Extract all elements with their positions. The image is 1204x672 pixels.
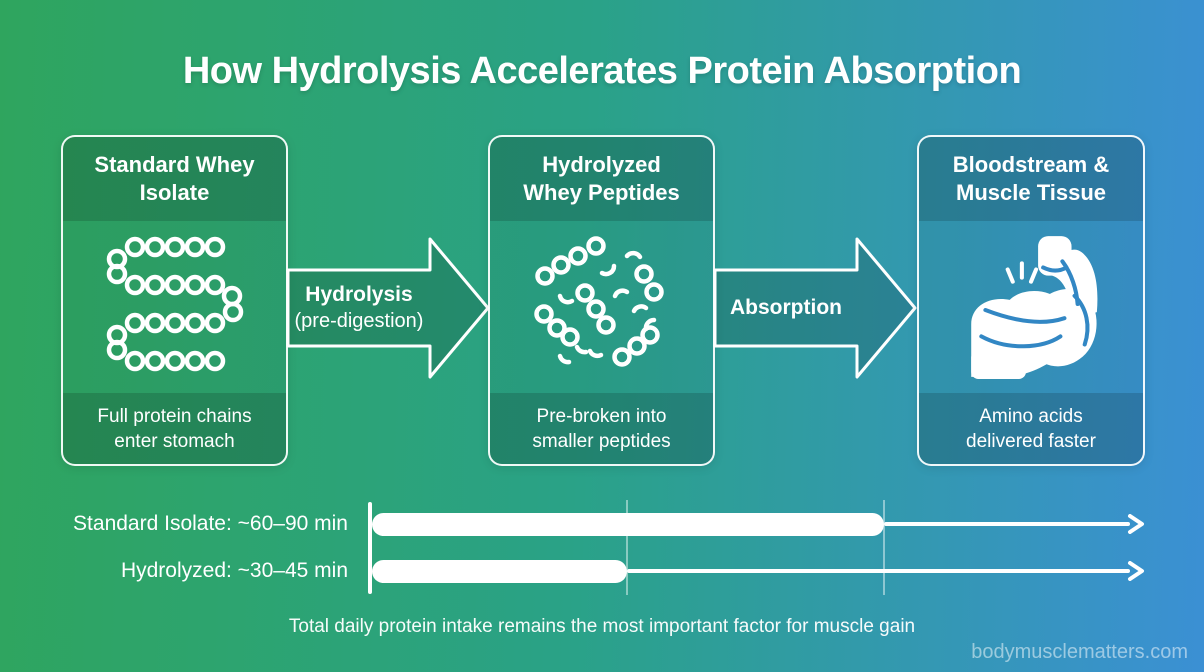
timeline-axis-origin-line [368,502,372,594]
box-caption-line: Amino acids [979,405,1083,427]
flow-box-bloodstream-muscle: Bloodstream & Muscle Tissue Amino a [917,135,1145,466]
timeline-gridline-90min [883,500,885,595]
timeline-arrowhead-icon [1128,514,1144,534]
box-title-bloodstream-muscle: Bloodstream & Muscle Tissue [919,137,1143,221]
arrow-label-line: Hydrolysis [305,283,413,306]
arrow-label-absorption: Absorption [713,270,859,346]
timeline-label-standard-isolate: Standard Isolate: ~60–90 min [73,512,348,535]
box-caption-hydrolyzed-whey: Pre-broken into smaller peptides [490,393,713,464]
box-title-line: Isolate [139,180,210,205]
right-arrow-shape [713,237,917,379]
box-caption-line: smaller peptides [532,430,671,452]
footer-note: Total daily protein intake remains the m… [288,616,916,637]
right-arrow-shape [286,237,490,379]
arrow-label-line: Absorption [730,296,842,319]
watermark: bodymusclematters.com [971,641,1188,663]
box-caption-line: Full protein chains [97,405,252,427]
timeline-arrow-line [627,569,1130,573]
timeline-bar-hydrolyzed [372,560,627,583]
arrow-label-hydrolysis: Hydrolysis (pre-digestion) [286,270,432,346]
box-body-hydrolyzed-whey [490,221,713,393]
timeline-arrowhead-icon [1128,561,1144,581]
box-caption-line: delivered faster [966,430,1096,452]
flow-box-hydrolyzed-whey: Hydrolyzed Whey Peptides Pre-broken into… [488,135,715,466]
box-title-line: Standard Whey [94,152,255,177]
timeline-label-hydrolyzed: Hydrolyzed: ~30–45 min [120,559,348,582]
flow-box-standard-whey: Standard Whey Isolate Full protein chain… [61,135,288,466]
box-body-bloodstream-muscle [919,221,1143,393]
box-title-line: Bloodstream & [952,152,1110,177]
box-body-standard-whey [63,221,286,393]
timeline-gridline-45min [626,500,628,595]
box-title-standard-whey: Standard Whey Isolate [63,137,286,221]
timeline-arrow-line [884,522,1130,526]
box-caption-line: Pre-broken into [536,405,667,427]
box-caption-line: enter stomach [114,430,235,452]
flow-arrow-absorption: Absorption [713,236,919,380]
protein-chain-icon [106,236,243,372]
box-title-line: Muscle Tissue [956,180,1106,205]
flow-arrow-hydrolysis: Hydrolysis (pre-digestion) [286,236,492,380]
peptides-icon [533,236,664,367]
box-caption-standard-whey: Full protein chains enter stomach [63,393,286,464]
box-title-line: Whey Peptides [523,180,680,205]
arrow-label-line: (pre-digestion) [294,310,424,332]
page-title: How Hydrolysis Accelerates Protein Absor… [182,50,1022,92]
muscle-arm-icon [971,236,1098,379]
box-caption-bloodstream-muscle: Amino acids delivered faster [919,393,1143,464]
box-title-hydrolyzed-whey: Hydrolyzed Whey Peptides [490,137,713,221]
box-title-line: Hydrolyzed [542,152,661,177]
timeline-bar-standard-isolate [372,513,884,536]
